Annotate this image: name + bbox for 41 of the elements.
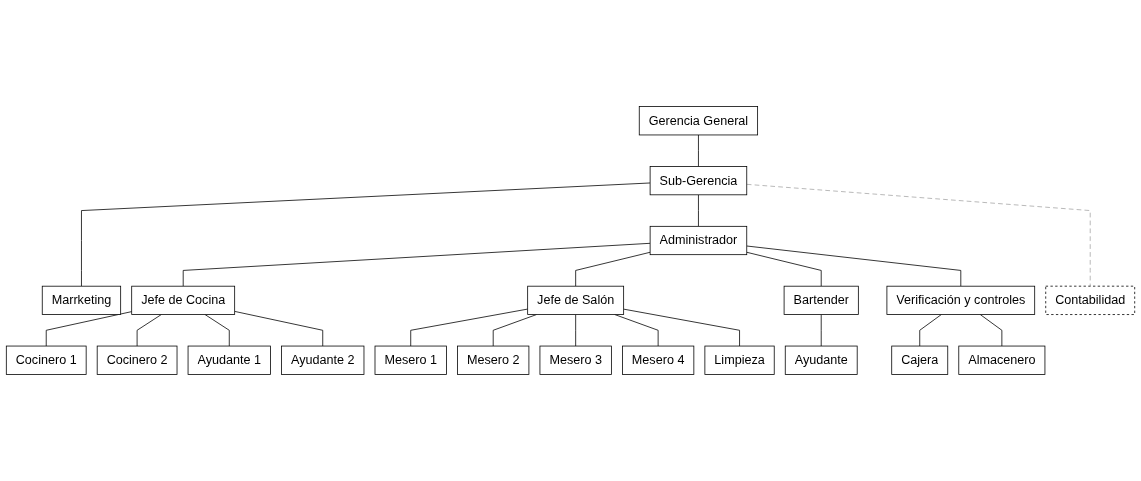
node-box: Jefe de Salón [527,285,625,315]
node-box: Mesero 2 [457,345,530,375]
node-box: Gerencia General [638,106,759,136]
node-box: Ayudante [784,345,858,375]
connector [410,308,529,347]
connector [820,314,822,347]
node-box: Contabilidad [1045,285,1136,315]
connector [182,242,651,287]
connector [698,134,699,167]
node-box: Limpieza [704,345,775,375]
node-box: Marrketing [41,285,122,315]
connector [979,314,1003,347]
connector [234,311,324,347]
connector [919,314,942,347]
connector [698,194,699,227]
connector [136,314,162,347]
connector [746,183,1091,287]
connector [45,311,133,347]
node-box: Verificación y controles [886,285,1036,315]
connector [575,314,577,347]
node-box: Cocinero 1 [5,345,87,375]
node-box: Sub-Gerencia [649,166,748,196]
connector [614,314,659,347]
connector [746,245,962,287]
connector [623,308,740,347]
node-box: Cocinero 2 [96,345,178,375]
node-box: Jefe de Cocina [131,285,236,315]
node-box: Mesero 3 [539,345,612,375]
node-box: Almacenero [958,345,1046,375]
connector [575,251,651,287]
node-box: Cajera [891,345,949,375]
node-box: Ayudante 1 [187,345,271,375]
connector [746,251,822,287]
connector [81,182,651,287]
node-box: Ayudante 2 [281,345,365,375]
connector [492,314,537,347]
connector [204,314,230,347]
node-box: Mesero 1 [374,345,447,375]
node-box: Administrador [649,225,748,256]
node-box: Bartender [783,285,859,315]
node-box: Mesero 4 [622,345,695,375]
